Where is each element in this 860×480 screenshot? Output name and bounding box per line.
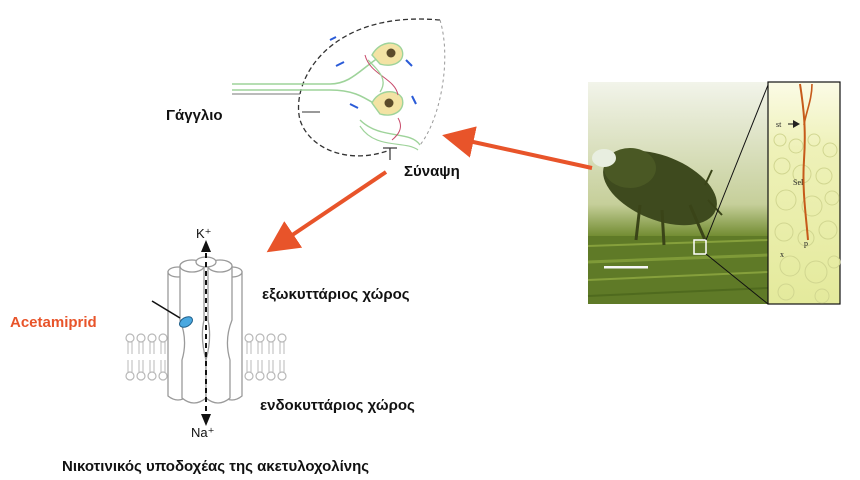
arrow-photo-to-ganglion (442, 126, 593, 170)
acetamiprid-binding-site (179, 316, 193, 328)
receptor-diagram (125, 240, 287, 426)
micro-label-x: x (780, 250, 784, 259)
micro-label-p: p (804, 239, 808, 248)
label-ganglion: Γάγγλιο (166, 107, 223, 124)
label-extracellular: εξωκυττάριος χώρος (262, 286, 410, 303)
micro-label-sel: Sel (793, 178, 804, 187)
caption-nicotinic-receptor: Νικοτινικός υποδοχέας της ακετυλοχολίνης (62, 458, 370, 475)
ganglion-diagram (232, 18, 446, 160)
label-acetamiprid: Acetamiprid (10, 314, 97, 331)
micro-label-st: st (776, 120, 782, 129)
leaf-micrograph: st Sel p x (767, 81, 841, 305)
label-ion-k: K⁺ (196, 226, 212, 241)
cell-membrane (125, 333, 287, 381)
label-synapse: Σύναψη (404, 163, 460, 180)
label-ion-na: Na⁺ (191, 425, 215, 440)
insect-photo (587, 82, 769, 305)
arrow-synapse-to-receptor (266, 170, 388, 253)
label-intracellular: ενδοκυττάριος χώρος (260, 397, 415, 414)
